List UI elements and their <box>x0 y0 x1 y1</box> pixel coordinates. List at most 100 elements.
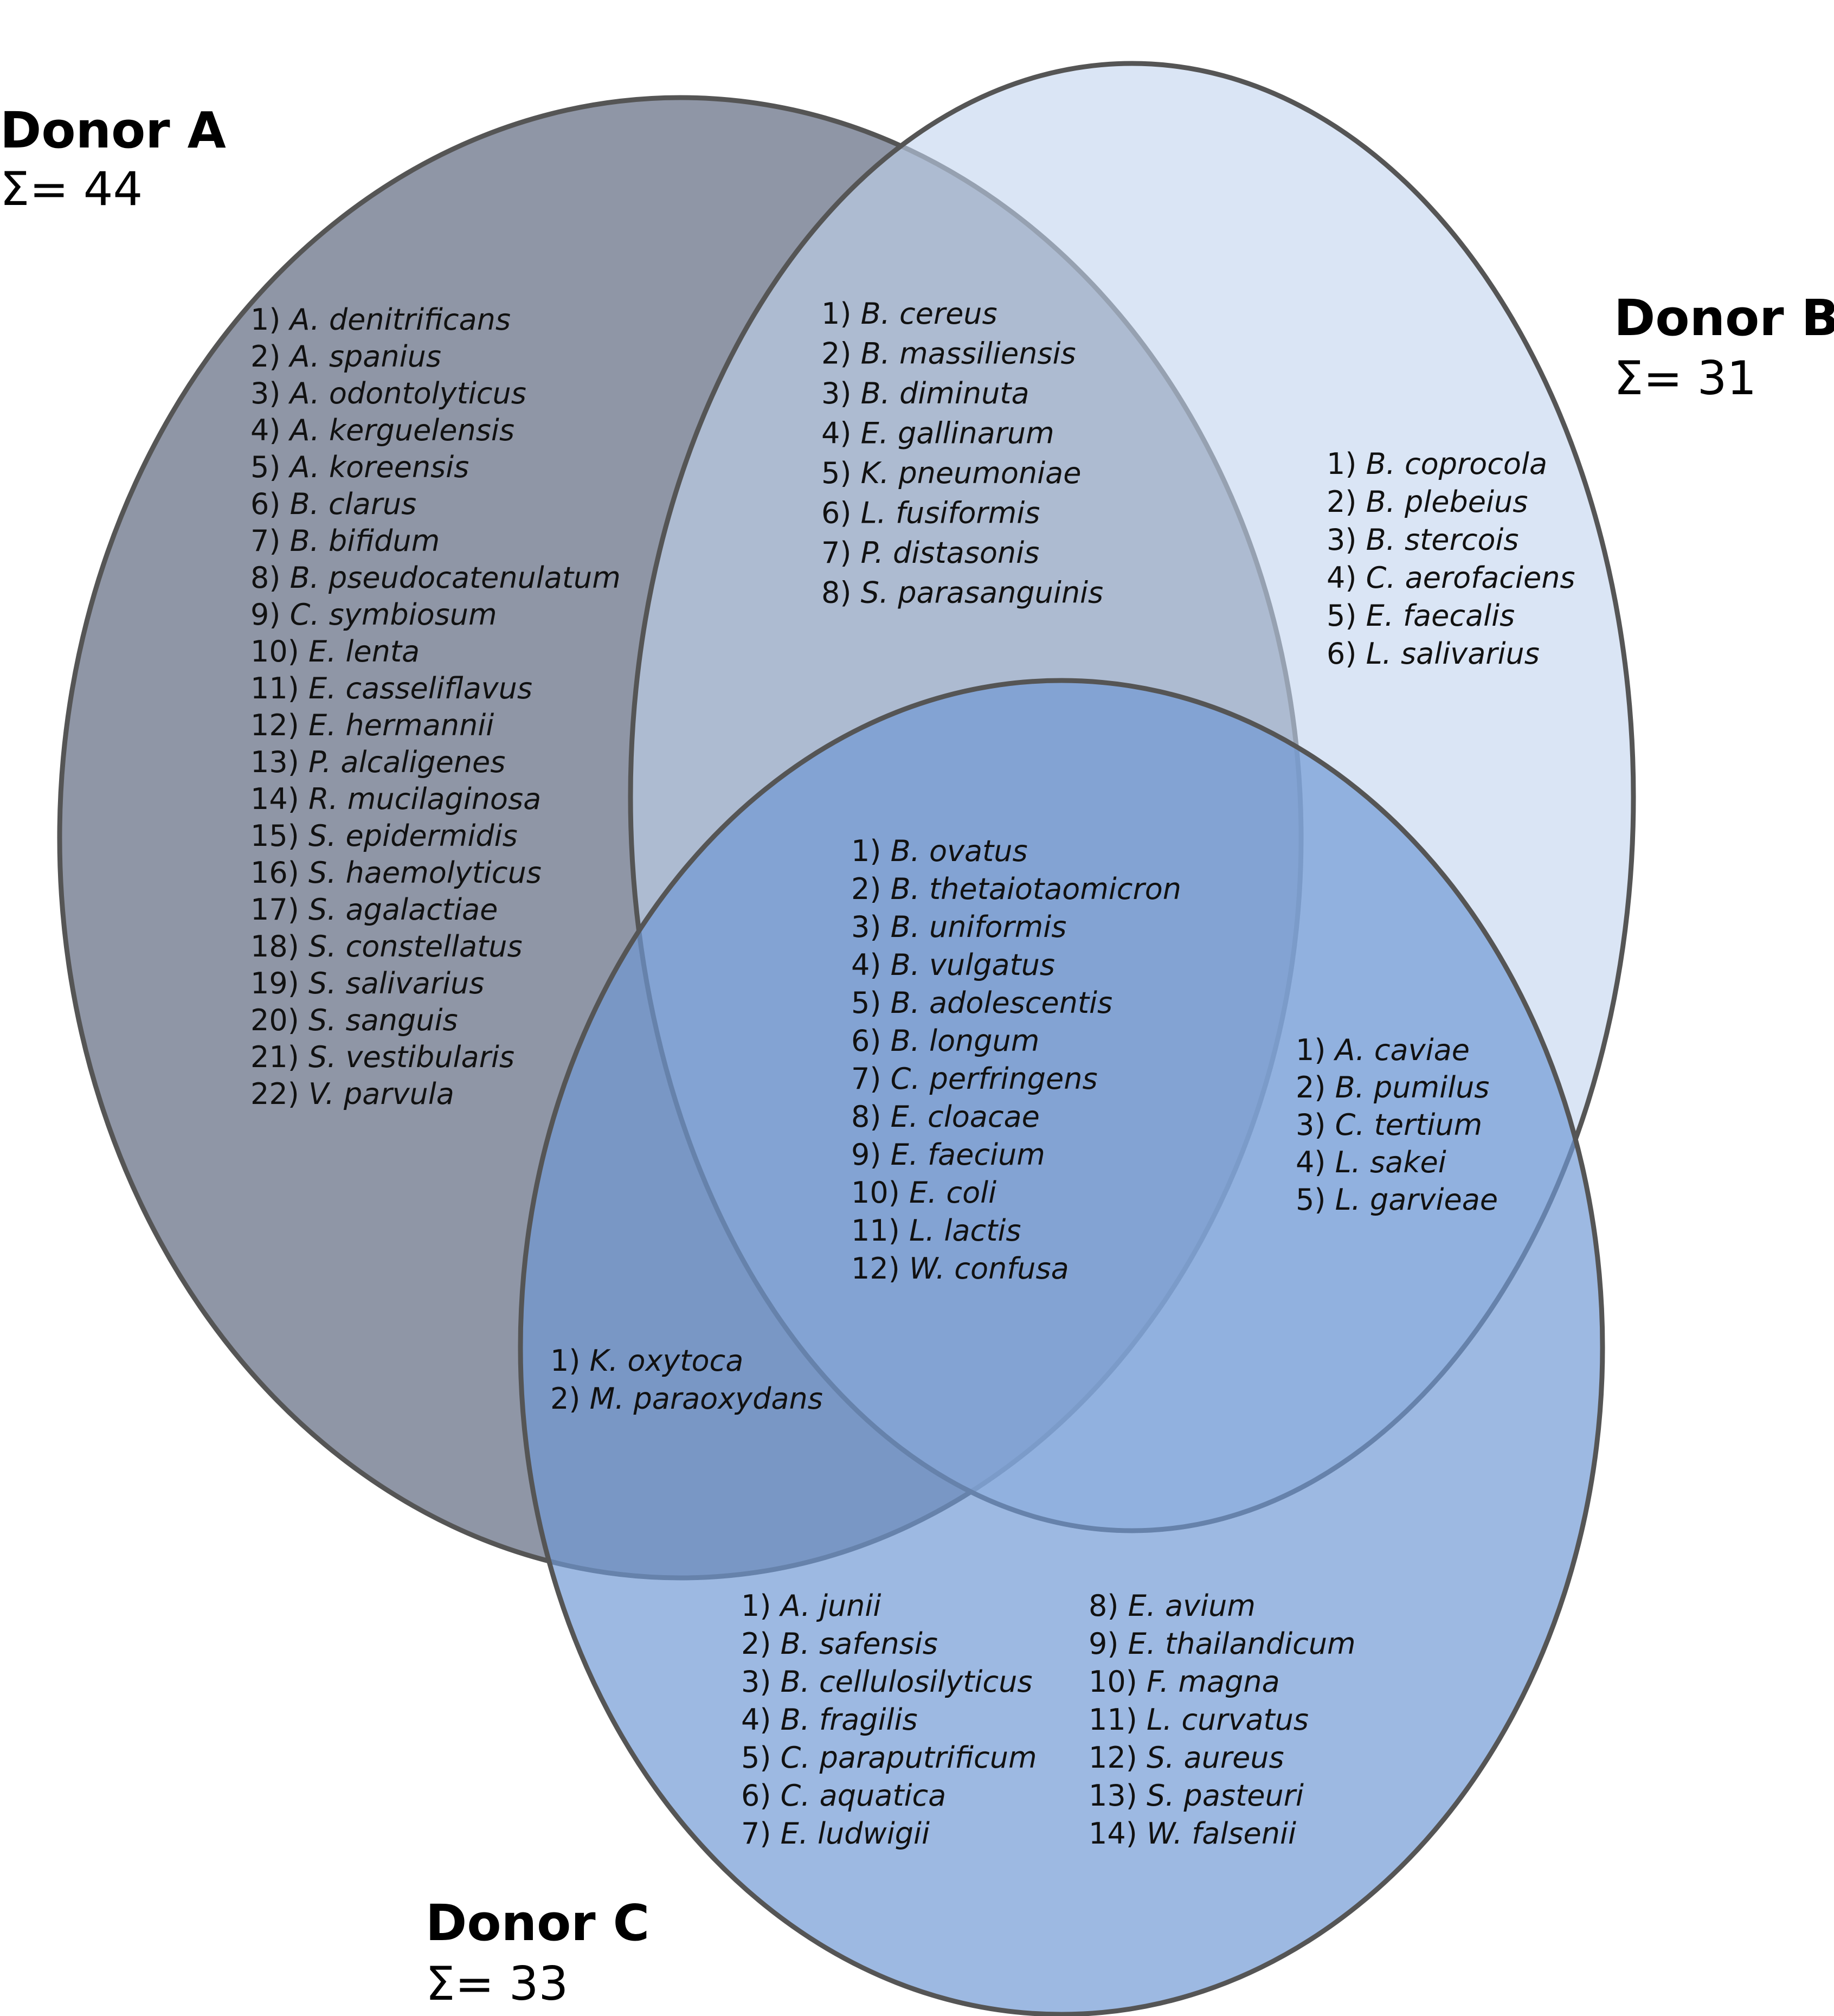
species-number: 12) <box>851 1251 909 1286</box>
species-number: 12) <box>1089 1741 1147 1775</box>
species-number: 2) <box>1327 485 1366 519</box>
species-name: S. agalactiae <box>308 893 498 927</box>
species-item: 11) E. casseliflavus <box>250 671 532 705</box>
species-item: 12) S. aureus <box>1089 1741 1284 1775</box>
species-number: 16) <box>250 856 308 890</box>
species-item: 2) B. pumilus <box>1296 1070 1489 1105</box>
species-item: 2) B. safensis <box>741 1627 938 1661</box>
species-number: 5) <box>741 1741 781 1775</box>
species-name: E. faecalis <box>1366 599 1515 633</box>
species-number: 2) <box>1296 1070 1335 1105</box>
species-number: 7) <box>741 1816 781 1851</box>
species-number: 4) <box>1296 1145 1335 1179</box>
species-item: 8) E. cloacae <box>851 1100 1040 1134</box>
species-name: C. tertium <box>1335 1108 1483 1142</box>
species-number: 1) <box>741 1589 781 1623</box>
species-item: 2) B. plebeius <box>1327 485 1528 519</box>
species-name: B. pumilus <box>1335 1070 1490 1105</box>
species-item: 7) B. bifidum <box>250 524 440 558</box>
donor-a-sum: Σ= 44 <box>0 162 143 216</box>
species-item: 17) S. agalactiae <box>250 893 498 927</box>
species-name: B. clarus <box>290 487 417 521</box>
species-number: 5) <box>851 986 891 1020</box>
species-number: 10) <box>1089 1665 1147 1699</box>
species-item: 4) L. sakei <box>1296 1145 1446 1179</box>
species-item: 4) A. kerguelensis <box>250 413 514 447</box>
species-item: 7) P. distasonis <box>821 536 1039 570</box>
species-item: 13) S. pasteuri <box>1089 1779 1304 1813</box>
species-name: C. aquatica <box>781 1779 947 1813</box>
species-item: 2) M. paraoxydans <box>550 1382 823 1416</box>
donor-c-label: Donor C Σ= 33 <box>426 1894 649 2011</box>
species-item: 11) L. lactis <box>851 1214 1021 1248</box>
species-name: S. pasteuri <box>1147 1779 1304 1813</box>
species-item: 1) B. cereus <box>821 297 998 331</box>
species-item: 5) B. adolescentis <box>851 986 1112 1020</box>
species-number: 8) <box>821 576 861 610</box>
species-number: 7) <box>250 524 290 558</box>
species-item: 9) E. faecium <box>851 1138 1045 1172</box>
species-number: 9) <box>1089 1627 1128 1661</box>
species-item: 13) P. alcaligenes <box>250 745 505 779</box>
donor-b-name: Donor B <box>1614 289 1834 347</box>
species-number: 18) <box>250 929 308 964</box>
species-name: B. coprocola <box>1366 447 1547 481</box>
species-item: 1) A. junii <box>741 1589 881 1623</box>
species-name: E. coli <box>909 1176 996 1210</box>
species-name: B. pseudocatenulatum <box>290 561 621 595</box>
species-item: 15) S. epidermidis <box>250 819 518 853</box>
species-number: 6) <box>250 487 290 521</box>
species-number: 2) <box>821 337 861 371</box>
species-item: 1) B. coprocola <box>1327 447 1547 481</box>
species-name: C. paraputrificum <box>781 1741 1037 1775</box>
species-number: 10) <box>250 634 308 669</box>
species-name: A. spanius <box>288 339 441 374</box>
species-item: 2) A. spanius <box>250 339 441 374</box>
species-item: 5) A. koreensis <box>250 450 469 484</box>
species-item: 3) C. tertium <box>1296 1108 1482 1142</box>
species-name: B. stercois <box>1366 523 1519 557</box>
species-item: 1) B. ovatus <box>851 834 1028 868</box>
species-name: W. confusa <box>909 1251 1069 1286</box>
species-name: L. lactis <box>909 1214 1021 1248</box>
species-number: 9) <box>851 1138 891 1172</box>
species-number: 14) <box>1089 1816 1147 1851</box>
species-item: 20) S. sanguis <box>250 1003 458 1037</box>
species-name: B. diminuta <box>861 376 1029 410</box>
species-name: B. adolescentis <box>891 986 1113 1020</box>
species-name: A. denitrificans <box>288 303 511 337</box>
species-name: B. uniformis <box>891 910 1067 944</box>
species-number: 10) <box>851 1176 909 1210</box>
species-number: 2) <box>250 339 290 374</box>
species-name: K. pneumoniae <box>861 456 1082 490</box>
species-item: 6) L. fusiformis <box>821 496 1040 530</box>
species-item: 12) E. hermannii <box>250 708 494 742</box>
species-number: 2) <box>741 1627 781 1661</box>
species-name: S. aureus <box>1147 1741 1284 1775</box>
species-number: 3) <box>741 1665 781 1699</box>
species-name: L. curvatus <box>1147 1703 1309 1737</box>
species-number: 2) <box>550 1382 590 1416</box>
species-number: 6) <box>741 1779 781 1813</box>
species-item: 1) K. oxytoca <box>550 1344 743 1378</box>
species-name: C. perfringens <box>891 1062 1098 1096</box>
species-name: S. sanguis <box>308 1003 458 1037</box>
species-name: S. vestibularis <box>308 1040 514 1074</box>
species-number: 3) <box>250 376 290 410</box>
species-item: 14) R. mucilaginosa <box>250 782 541 816</box>
species-item: 7) E. ludwigii <box>741 1816 930 1851</box>
species-name: C. symbiosum <box>290 598 497 632</box>
species-name: C. aerofaciens <box>1366 561 1575 595</box>
species-item: 4) B. vulgatus <box>851 948 1055 982</box>
donor-a-name: Donor A <box>0 101 226 159</box>
species-name: R. mucilaginosa <box>308 782 541 816</box>
species-number: 22) <box>250 1077 308 1111</box>
species-number: 4) <box>851 948 891 982</box>
species-number: 14) <box>250 782 308 816</box>
species-name: E. hermannii <box>308 708 494 742</box>
species-number: 4) <box>1327 561 1366 595</box>
species-item: 18) S. constellatus <box>250 929 523 964</box>
species-item: 4) B. fragilis <box>741 1703 918 1737</box>
